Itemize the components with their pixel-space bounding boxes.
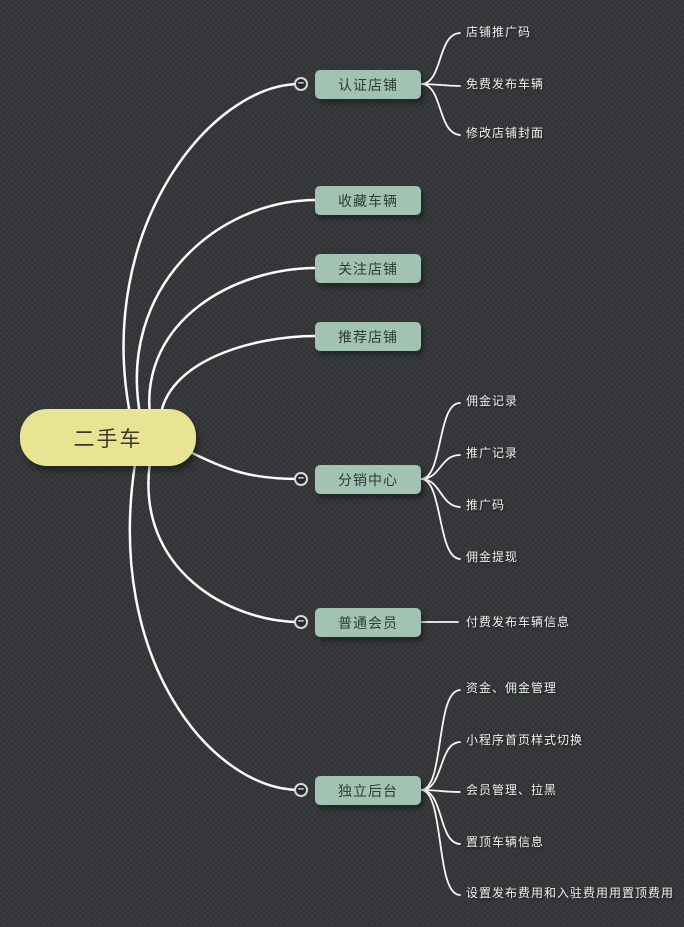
collapse-button[interactable]: − [294, 472, 308, 486]
connector-root-regular-member [147, 460, 302, 624]
minus-icon: − [297, 783, 305, 796]
connector-root-followed-shops [148, 266, 318, 418]
leaf-label: 付费发布车辆信息 [466, 615, 571, 629]
collapse-button[interactable]: − [294, 77, 308, 91]
leaf-item[interactable]: 资金、佣金管理 [466, 680, 557, 696]
node-certified-shop[interactable]: 认证店铺 [315, 70, 421, 99]
leaf-item[interactable]: 推广记录 [466, 445, 518, 461]
leaf-label: 设置发布费用和入驻费用用置顶费用 [466, 886, 675, 900]
root-label: 二手车 [73, 427, 143, 451]
leaf-item[interactable]: 会员管理、拉黑 [466, 782, 557, 798]
branch-label: 独立后台 [338, 782, 398, 799]
connector-leaf [420, 32, 461, 85]
minus-icon: − [297, 615, 305, 628]
minus-icon: − [297, 77, 305, 90]
leaf-label: 修改店铺封面 [466, 126, 545, 140]
branch-label: 推荐店铺 [338, 328, 398, 345]
leaf-label: 置顶车辆信息 [466, 835, 545, 849]
leaf-item[interactable]: 设置发布费用和入驻费用用置顶费用 [466, 885, 674, 901]
leaf-label: 推广码 [466, 498, 506, 512]
connector-leaf [420, 789, 461, 896]
leaf-label: 佣金记录 [466, 394, 519, 408]
leaf-item[interactable]: 免费发布车辆 [466, 76, 544, 92]
node-regular-member[interactable]: 普通会员 [315, 608, 421, 637]
leaf-item[interactable]: 店铺推广码 [466, 24, 531, 40]
node-distribution-center[interactable]: 分销中心 [315, 465, 421, 494]
leaf-item[interactable]: 小程序首页样式切换 [466, 732, 583, 748]
leaf-item[interactable]: 佣金记录 [466, 393, 518, 409]
leaf-label: 资金、佣金管理 [466, 681, 558, 695]
leaf-label: 推广记录 [466, 446, 519, 460]
connector-leaf [420, 454, 461, 480]
leaf-item[interactable]: 修改店铺封面 [466, 125, 544, 141]
branch-label: 关注店铺 [338, 260, 398, 277]
leaf-item[interactable]: 佣金提现 [466, 549, 518, 565]
connector-leaf [420, 402, 461, 480]
collapse-button[interactable]: − [294, 783, 308, 797]
connector-root-certified-shop [122, 82, 302, 416]
connector-leaf [420, 478, 461, 508]
leaf-label: 小程序首页样式切换 [466, 733, 584, 747]
connector-leaf [420, 83, 461, 87]
connector-leaf [420, 478, 461, 560]
collapse-button[interactable]: − [294, 615, 308, 629]
leaf-item[interactable]: 推广码 [466, 497, 505, 513]
connector-leaf [420, 741, 461, 791]
leaf-label: 会员管理、拉黑 [466, 783, 558, 797]
leaf-label: 免费发布车辆 [466, 77, 545, 91]
connector-leaf [420, 689, 461, 791]
connector-leaf [420, 83, 461, 136]
branch-label: 普通会员 [338, 614, 398, 631]
node-followed-shops[interactable]: 关注店铺 [315, 254, 421, 283]
branch-label: 认证店铺 [338, 76, 398, 93]
minus-icon: − [297, 472, 305, 485]
node-independent-backend[interactable]: 独立后台 [315, 776, 421, 805]
connector-root-favorite-cars [135, 198, 318, 416]
connector-root-recommended-shops [158, 334, 318, 422]
connector-leaf [420, 789, 461, 845]
branch-label: 分销中心 [338, 471, 398, 488]
node-favorite-cars[interactable]: 收藏车辆 [315, 186, 421, 215]
node-recommended-shops[interactable]: 推荐店铺 [315, 322, 421, 351]
connector-leaf [420, 789, 461, 793]
leaf-item[interactable]: 置顶车辆信息 [466, 834, 544, 850]
leaf-label: 佣金提现 [466, 550, 519, 564]
branch-label: 收藏车辆 [338, 192, 398, 209]
leaf-label: 店铺推广码 [466, 25, 532, 39]
connector-root-independent-backend [128, 462, 302, 792]
connector-root-distribution-center [180, 446, 302, 481]
leaf-item[interactable]: 付费发布车辆信息 [466, 614, 570, 630]
node-root[interactable]: 二手车 [20, 409, 196, 466]
